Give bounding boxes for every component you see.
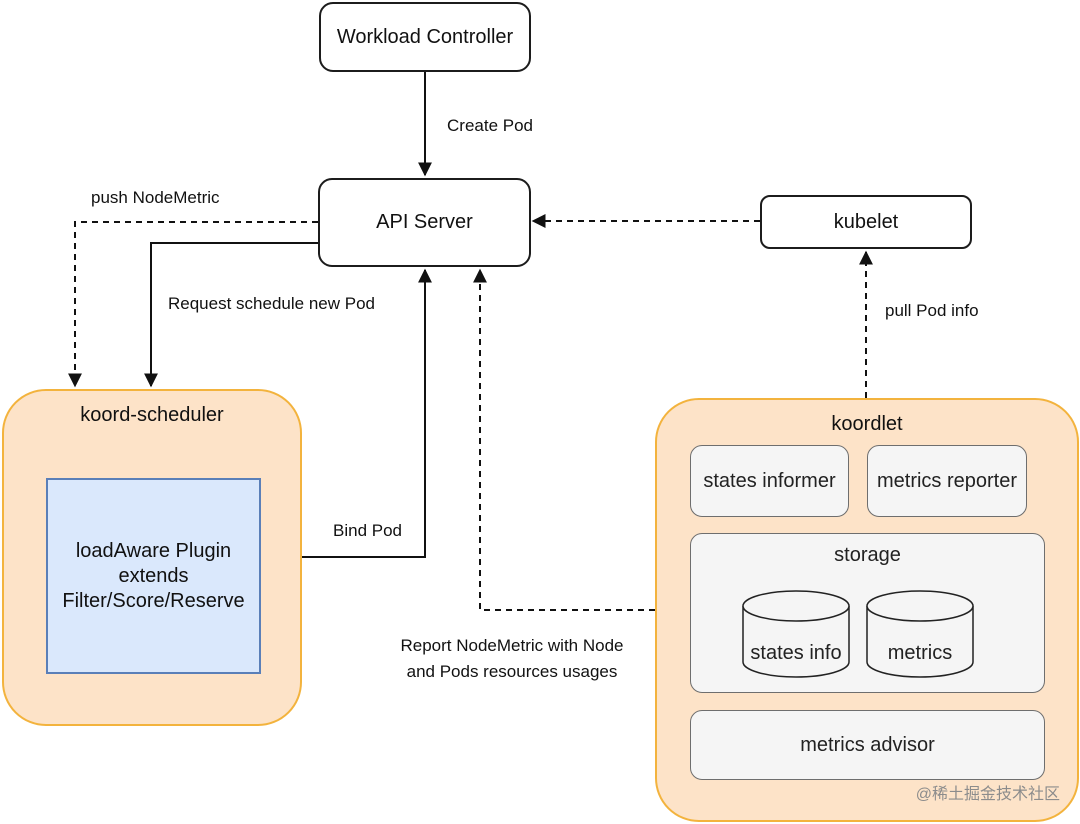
metrics-advisor-label: metrics advisor: [800, 733, 935, 756]
metrics-advisor-node: metrics advisor: [690, 710, 1045, 780]
request-schedule-label: Request schedule new Pod: [168, 294, 375, 313]
koord-scheduler-container: koord-scheduler loadAware Plugin extends…: [2, 389, 302, 726]
load-aware-plugin-text: loadAware Plugin extends Filter/Score/Re…: [62, 539, 244, 614]
states-info-cylinder: states info: [742, 590, 850, 678]
push-node-metric-label: push NodeMetric: [91, 188, 220, 207]
edge-push-node-metric: [68, 221, 318, 388]
workload-controller-label: Workload Controller: [336, 25, 514, 48]
watermark: @稀土掘金技术社区: [915, 786, 1060, 803]
api-server-node: API Server: [318, 178, 531, 267]
koordlet-title: koordlet: [831, 413, 903, 435]
pull-pod-info-label: pull Pod info: [885, 301, 979, 320]
report-node-metric-line-2: and Pods resources usages: [406, 662, 618, 681]
states-informer-label: states informer: [703, 469, 836, 492]
metrics-label: metrics: [888, 642, 952, 664]
metrics-reporter-label: metrics reporter: [876, 469, 1018, 492]
load-aware-plugin-line-2: extends: [118, 564, 189, 587]
kubelet-node: kubelet: [760, 195, 972, 249]
load-aware-plugin-line-1: loadAware Plugin: [75, 539, 232, 562]
storage-title: storage: [834, 544, 901, 566]
workload-controller-node: Workload Controller: [319, 2, 531, 72]
edge-request-schedule: [144, 242, 318, 388]
storage-node: storage states info metrics: [690, 533, 1045, 693]
states-informer-node: states informer: [690, 445, 849, 517]
storage-cylinders: states info metrics: [742, 590, 974, 678]
koordlet-container: koordlet states informer metrics reporte…: [655, 398, 1079, 822]
koord-scheduler-title: koord-scheduler: [80, 404, 224, 426]
metrics-reporter-node: metrics reporter: [867, 445, 1027, 517]
load-aware-plugin-line-3: Filter/Score/Reserve: [62, 589, 245, 612]
api-server-label: API Server: [376, 211, 473, 233]
states-info-label: states info: [750, 642, 841, 664]
kubelet-label: kubelet: [833, 210, 899, 233]
report-node-metric-label: Report NodeMetric with Node and Pods res…: [382, 633, 642, 685]
edge-report-node-metric: [473, 268, 655, 611]
edge-bind-pod: [302, 268, 432, 558]
create-pod-label: Create Pod: [447, 116, 533, 135]
report-node-metric-line-1: Report NodeMetric with Node: [400, 636, 624, 655]
bind-pod-label: Bind Pod: [333, 521, 402, 540]
metrics-cylinder: metrics: [866, 590, 974, 678]
load-aware-plugin-node: loadAware Plugin extends Filter/Score/Re…: [46, 478, 261, 674]
